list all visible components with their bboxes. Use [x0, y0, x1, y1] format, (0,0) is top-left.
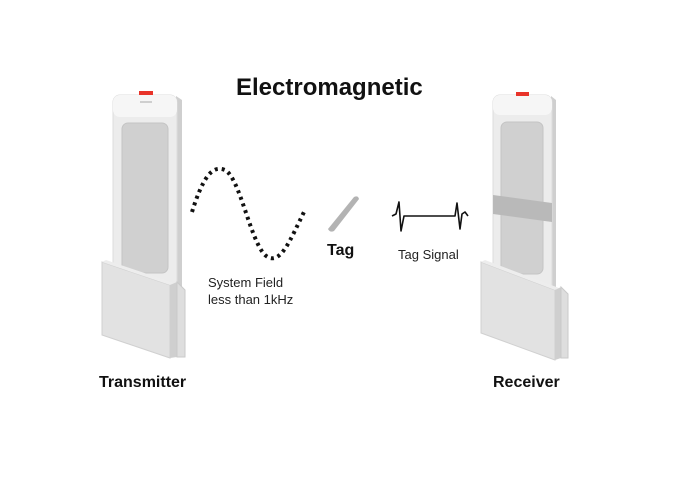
- diagram-title: Electromagnetic: [236, 74, 423, 101]
- system-field-line1: System Field: [208, 275, 284, 290]
- system-field-line2: less than 1kHz: [208, 292, 294, 307]
- system-field-wave-icon: [190, 166, 307, 261]
- tag-signal-pulse-icon: [391, 201, 469, 232]
- tag-strip-icon: [328, 196, 359, 232]
- tag-label: Tag: [327, 242, 355, 259]
- receiver-pedestal-icon: [480, 92, 569, 361]
- system-field-caption: System Field less than 1kHz: [208, 274, 293, 308]
- receiver-label: Receiver: [493, 374, 560, 391]
- transmitter-label: Transmitter: [99, 374, 187, 391]
- receiver-band: [493, 195, 552, 222]
- tag-signal-label: Tag Signal: [398, 247, 459, 262]
- transmitter-indicator-light: [139, 91, 153, 95]
- receiver-indicator-light: [516, 92, 529, 96]
- transmitter-pedestal-icon: [101, 91, 186, 359]
